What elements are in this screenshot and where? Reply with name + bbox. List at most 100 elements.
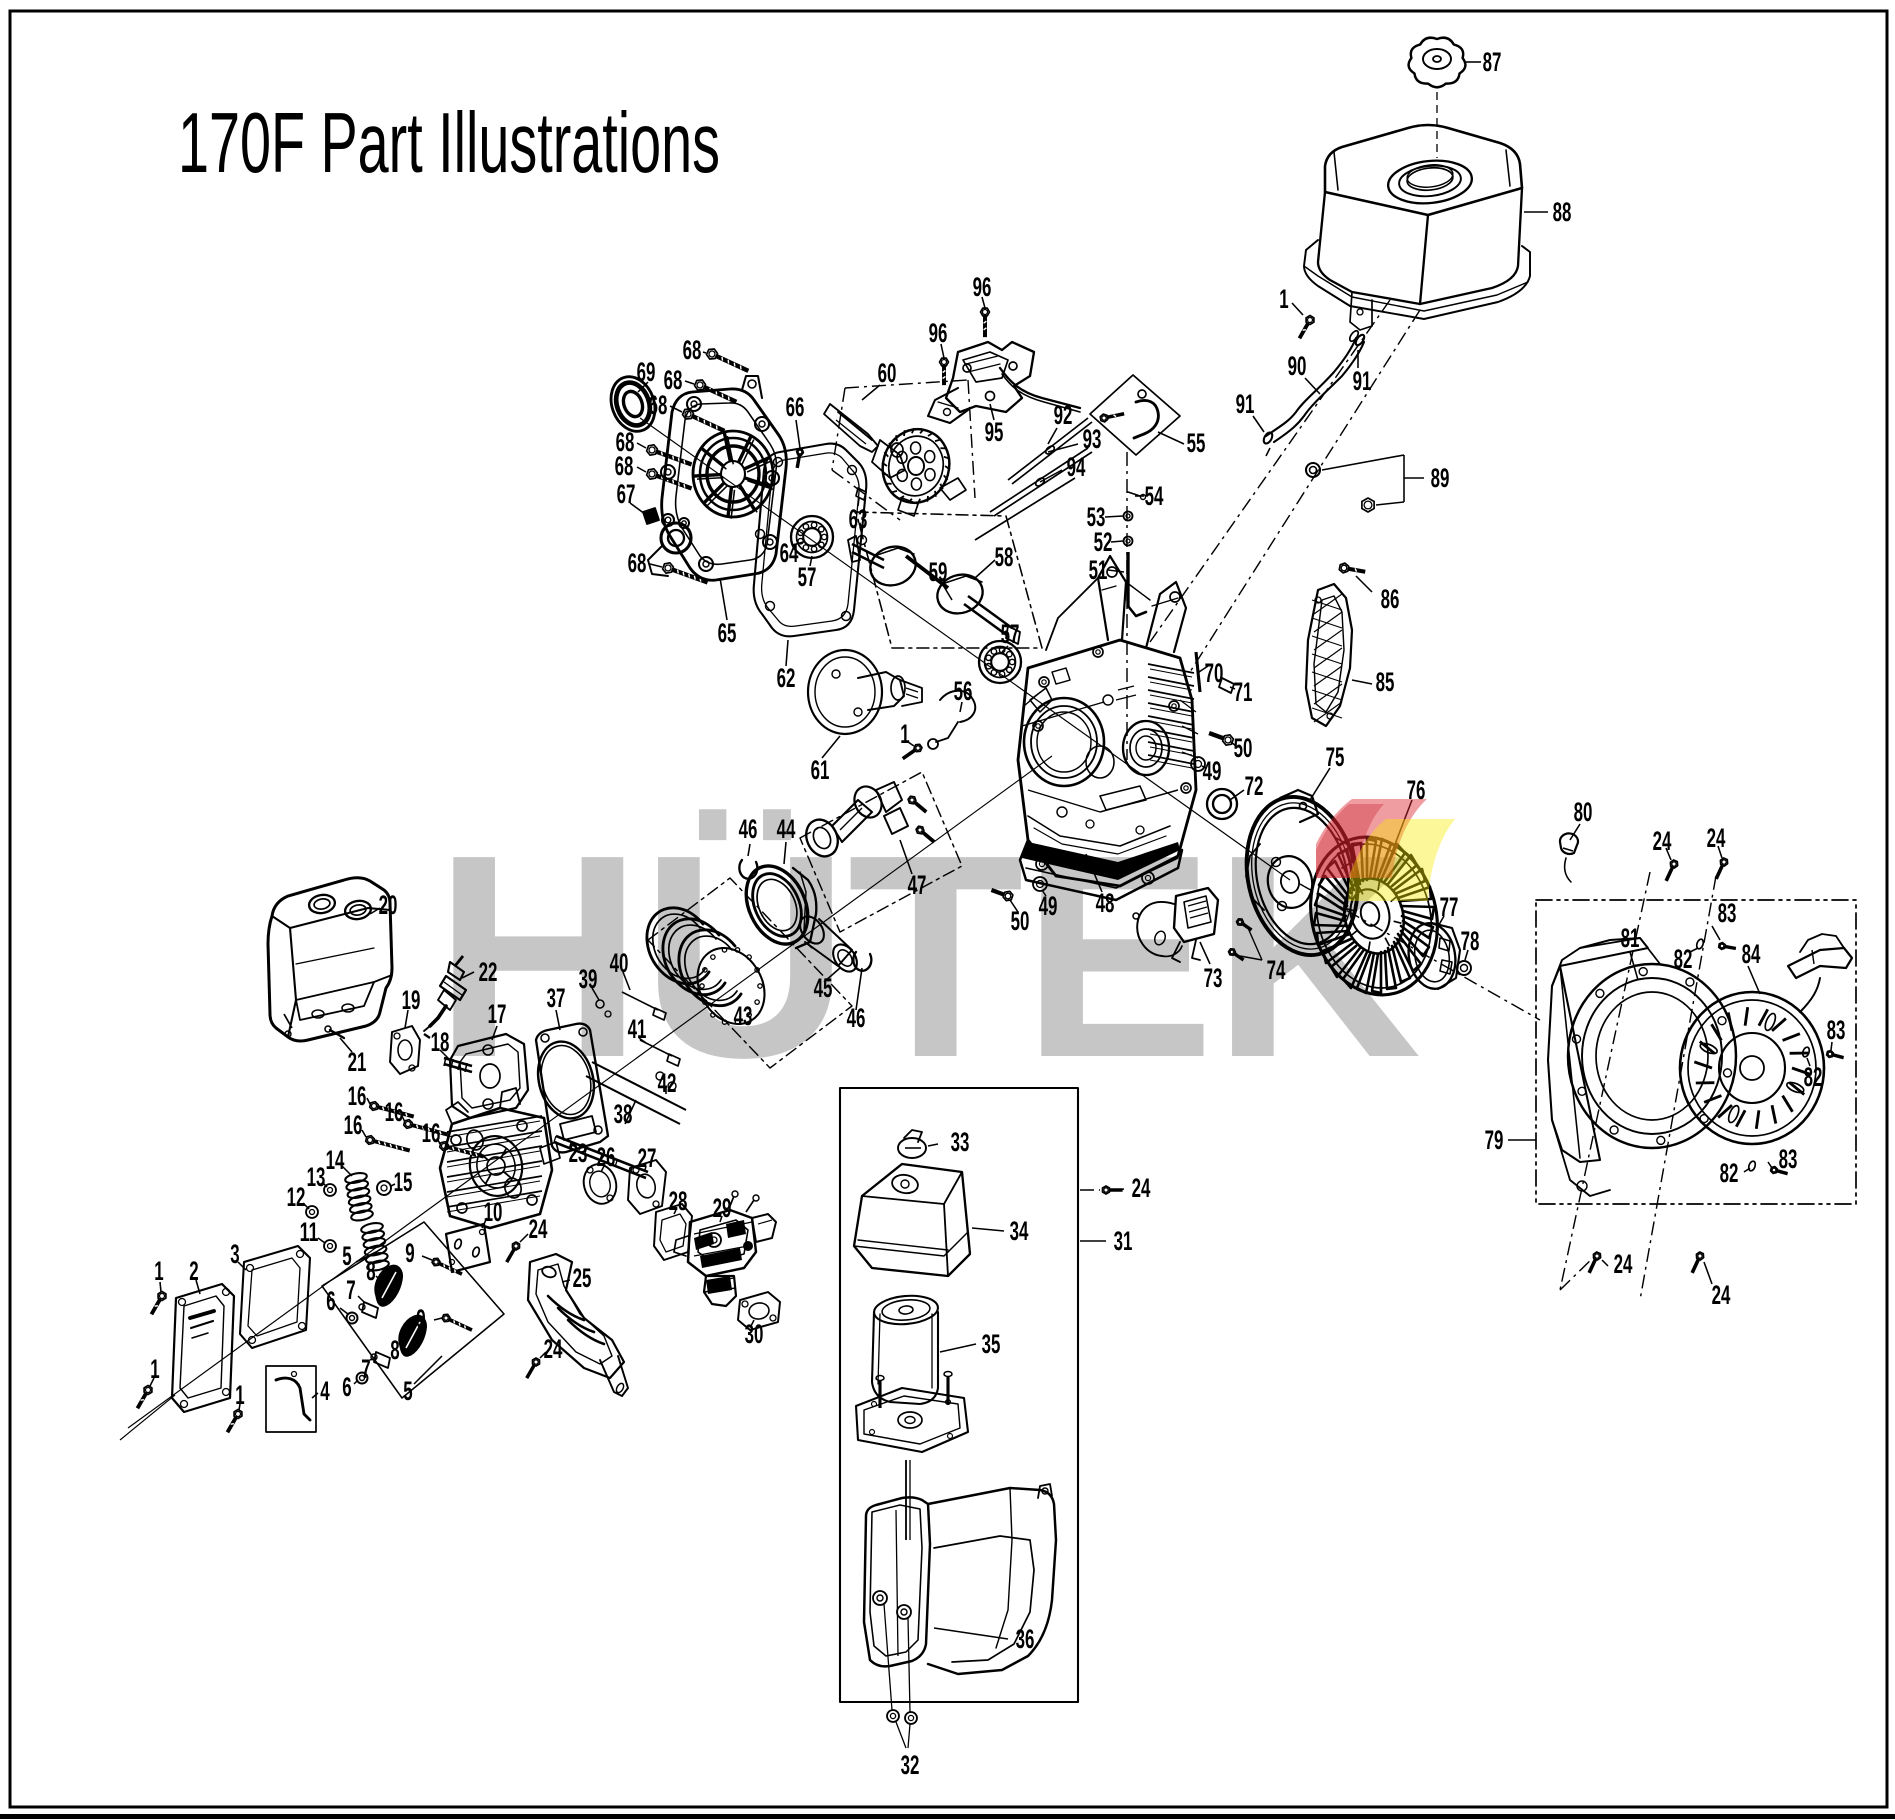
svg-text:68: 68 (664, 365, 683, 395)
svg-text:68: 68 (616, 427, 635, 457)
svg-text:63: 63 (849, 504, 868, 534)
svg-text:35: 35 (982, 1329, 1001, 1359)
svg-text:12: 12 (287, 1182, 306, 1212)
svg-text:6: 6 (326, 1286, 335, 1316)
svg-text:83: 83 (1718, 898, 1737, 928)
svg-text:86: 86 (1381, 584, 1400, 614)
svg-text:14: 14 (326, 1145, 345, 1175)
svg-text:6: 6 (342, 1372, 351, 1402)
svg-text:65: 65 (718, 618, 737, 648)
svg-text:76: 76 (1407, 775, 1426, 805)
svg-text:82: 82 (1674, 944, 1693, 974)
svg-text:73: 73 (1204, 963, 1223, 993)
svg-text:77: 77 (1440, 892, 1459, 922)
svg-text:39: 39 (579, 964, 598, 994)
svg-text:17: 17 (488, 999, 507, 1029)
svg-text:72: 72 (1245, 771, 1264, 801)
svg-text:40: 40 (610, 948, 629, 978)
svg-text:60: 60 (878, 358, 897, 388)
svg-text:13: 13 (307, 1162, 326, 1192)
svg-text:46: 46 (847, 1003, 866, 1033)
svg-text:62: 62 (777, 663, 796, 693)
svg-text:64: 64 (780, 538, 799, 568)
svg-text:82: 82 (1720, 1158, 1739, 1188)
svg-text:48: 48 (1096, 888, 1115, 918)
svg-text:87: 87 (1483, 47, 1502, 77)
svg-text:96: 96 (973, 272, 992, 302)
svg-text:49: 49 (1039, 891, 1058, 921)
svg-text:70: 70 (1205, 658, 1224, 688)
svg-text:24: 24 (1712, 1280, 1731, 1310)
svg-text:7: 7 (361, 1354, 370, 1384)
svg-text:29: 29 (713, 1193, 732, 1223)
svg-text:57: 57 (798, 562, 817, 592)
svg-text:52: 52 (1094, 527, 1113, 557)
svg-text:1: 1 (900, 719, 909, 749)
svg-text:16: 16 (422, 1118, 441, 1148)
svg-text:1: 1 (235, 1380, 244, 1410)
svg-text:71: 71 (1234, 677, 1253, 707)
svg-text:24: 24 (1132, 1173, 1151, 1203)
svg-text:83: 83 (1827, 1015, 1846, 1045)
svg-text:68: 68 (628, 548, 647, 578)
svg-text:23: 23 (569, 1138, 588, 1168)
svg-text:95: 95 (985, 417, 1004, 447)
svg-text:82: 82 (1804, 1062, 1823, 1092)
svg-text:34: 34 (1010, 1216, 1029, 1246)
svg-text:69: 69 (637, 357, 656, 387)
svg-text:24: 24 (1707, 823, 1726, 853)
svg-text:58: 58 (995, 542, 1014, 572)
svg-text:55: 55 (1187, 428, 1206, 458)
svg-text:27: 27 (638, 1143, 657, 1173)
svg-text:5: 5 (342, 1241, 351, 1271)
svg-text:170F Part Illustrations: 170F Part Illustrations (178, 96, 720, 191)
svg-text:31: 31 (1114, 1226, 1133, 1256)
svg-text:50: 50 (1234, 733, 1253, 763)
svg-text:30: 30 (745, 1319, 764, 1349)
svg-text:66: 66 (786, 392, 805, 422)
svg-text:24: 24 (544, 1334, 563, 1364)
svg-text:36: 36 (1016, 1624, 1035, 1654)
svg-text:22: 22 (479, 957, 498, 987)
svg-text:92: 92 (1054, 400, 1073, 430)
svg-text:26: 26 (597, 1142, 616, 1172)
svg-text:96: 96 (929, 318, 948, 348)
svg-text:47: 47 (908, 870, 927, 900)
svg-text:9: 9 (405, 1238, 414, 1268)
svg-text:88: 88 (1553, 197, 1572, 227)
svg-text:42: 42 (658, 1068, 677, 1098)
svg-text:78: 78 (1461, 926, 1480, 956)
svg-text:45: 45 (814, 973, 833, 1003)
svg-text:24: 24 (529, 1214, 548, 1244)
svg-text:67: 67 (617, 479, 636, 509)
svg-text:49: 49 (1203, 756, 1222, 786)
svg-text:91: 91 (1353, 366, 1372, 396)
svg-text:25: 25 (573, 1263, 592, 1293)
svg-text:16: 16 (344, 1110, 363, 1140)
svg-text:19: 19 (402, 985, 421, 1015)
svg-text:2: 2 (189, 1256, 198, 1286)
svg-text:16: 16 (385, 1097, 404, 1127)
svg-text:7: 7 (346, 1275, 355, 1305)
svg-text:3: 3 (230, 1239, 239, 1269)
svg-text:94: 94 (1067, 452, 1086, 482)
svg-text:89: 89 (1431, 463, 1450, 493)
svg-text:8: 8 (390, 1335, 399, 1365)
svg-text:80: 80 (1574, 797, 1593, 827)
svg-text:56: 56 (954, 676, 973, 706)
svg-text:5: 5 (403, 1376, 412, 1406)
svg-text:74: 74 (1267, 955, 1286, 985)
svg-text:20: 20 (379, 890, 398, 920)
svg-text:68: 68 (683, 335, 702, 365)
svg-text:57: 57 (1001, 619, 1020, 649)
svg-text:37: 37 (547, 983, 566, 1013)
svg-text:24: 24 (1614, 1249, 1633, 1279)
svg-text:44: 44 (777, 814, 796, 844)
svg-text:43: 43 (734, 1001, 753, 1031)
svg-text:11: 11 (300, 1217, 319, 1247)
svg-text:68: 68 (615, 451, 634, 481)
svg-text:10: 10 (484, 1197, 503, 1227)
svg-text:8: 8 (366, 1256, 375, 1286)
svg-text:21: 21 (348, 1047, 367, 1077)
svg-text:1: 1 (154, 1256, 163, 1286)
